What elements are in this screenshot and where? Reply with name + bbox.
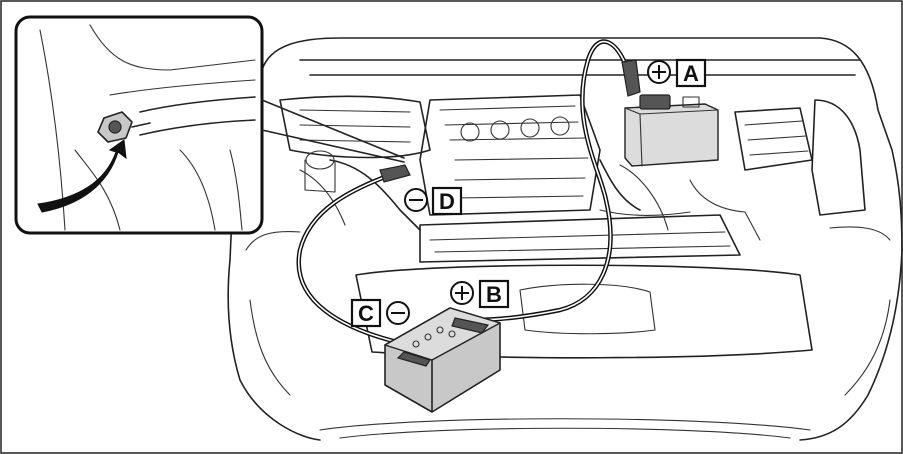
- label-A: A: [647, 58, 707, 88]
- label-B-letter: B: [486, 282, 502, 307]
- label-A-letter: A: [683, 61, 699, 86]
- label-C-letter: C: [358, 301, 374, 326]
- label-D: D: [404, 186, 463, 216]
- booster-battery: [384, 307, 501, 413]
- jumper-cables: [296, 39, 641, 393]
- car-battery: [624, 94, 719, 167]
- inset-detail: [14, 15, 405, 235]
- label-B: B: [450, 279, 510, 309]
- label-D-letter: D: [439, 189, 455, 214]
- label-C: C: [350, 298, 410, 328]
- pointer-arrow-icon: [37, 139, 127, 213]
